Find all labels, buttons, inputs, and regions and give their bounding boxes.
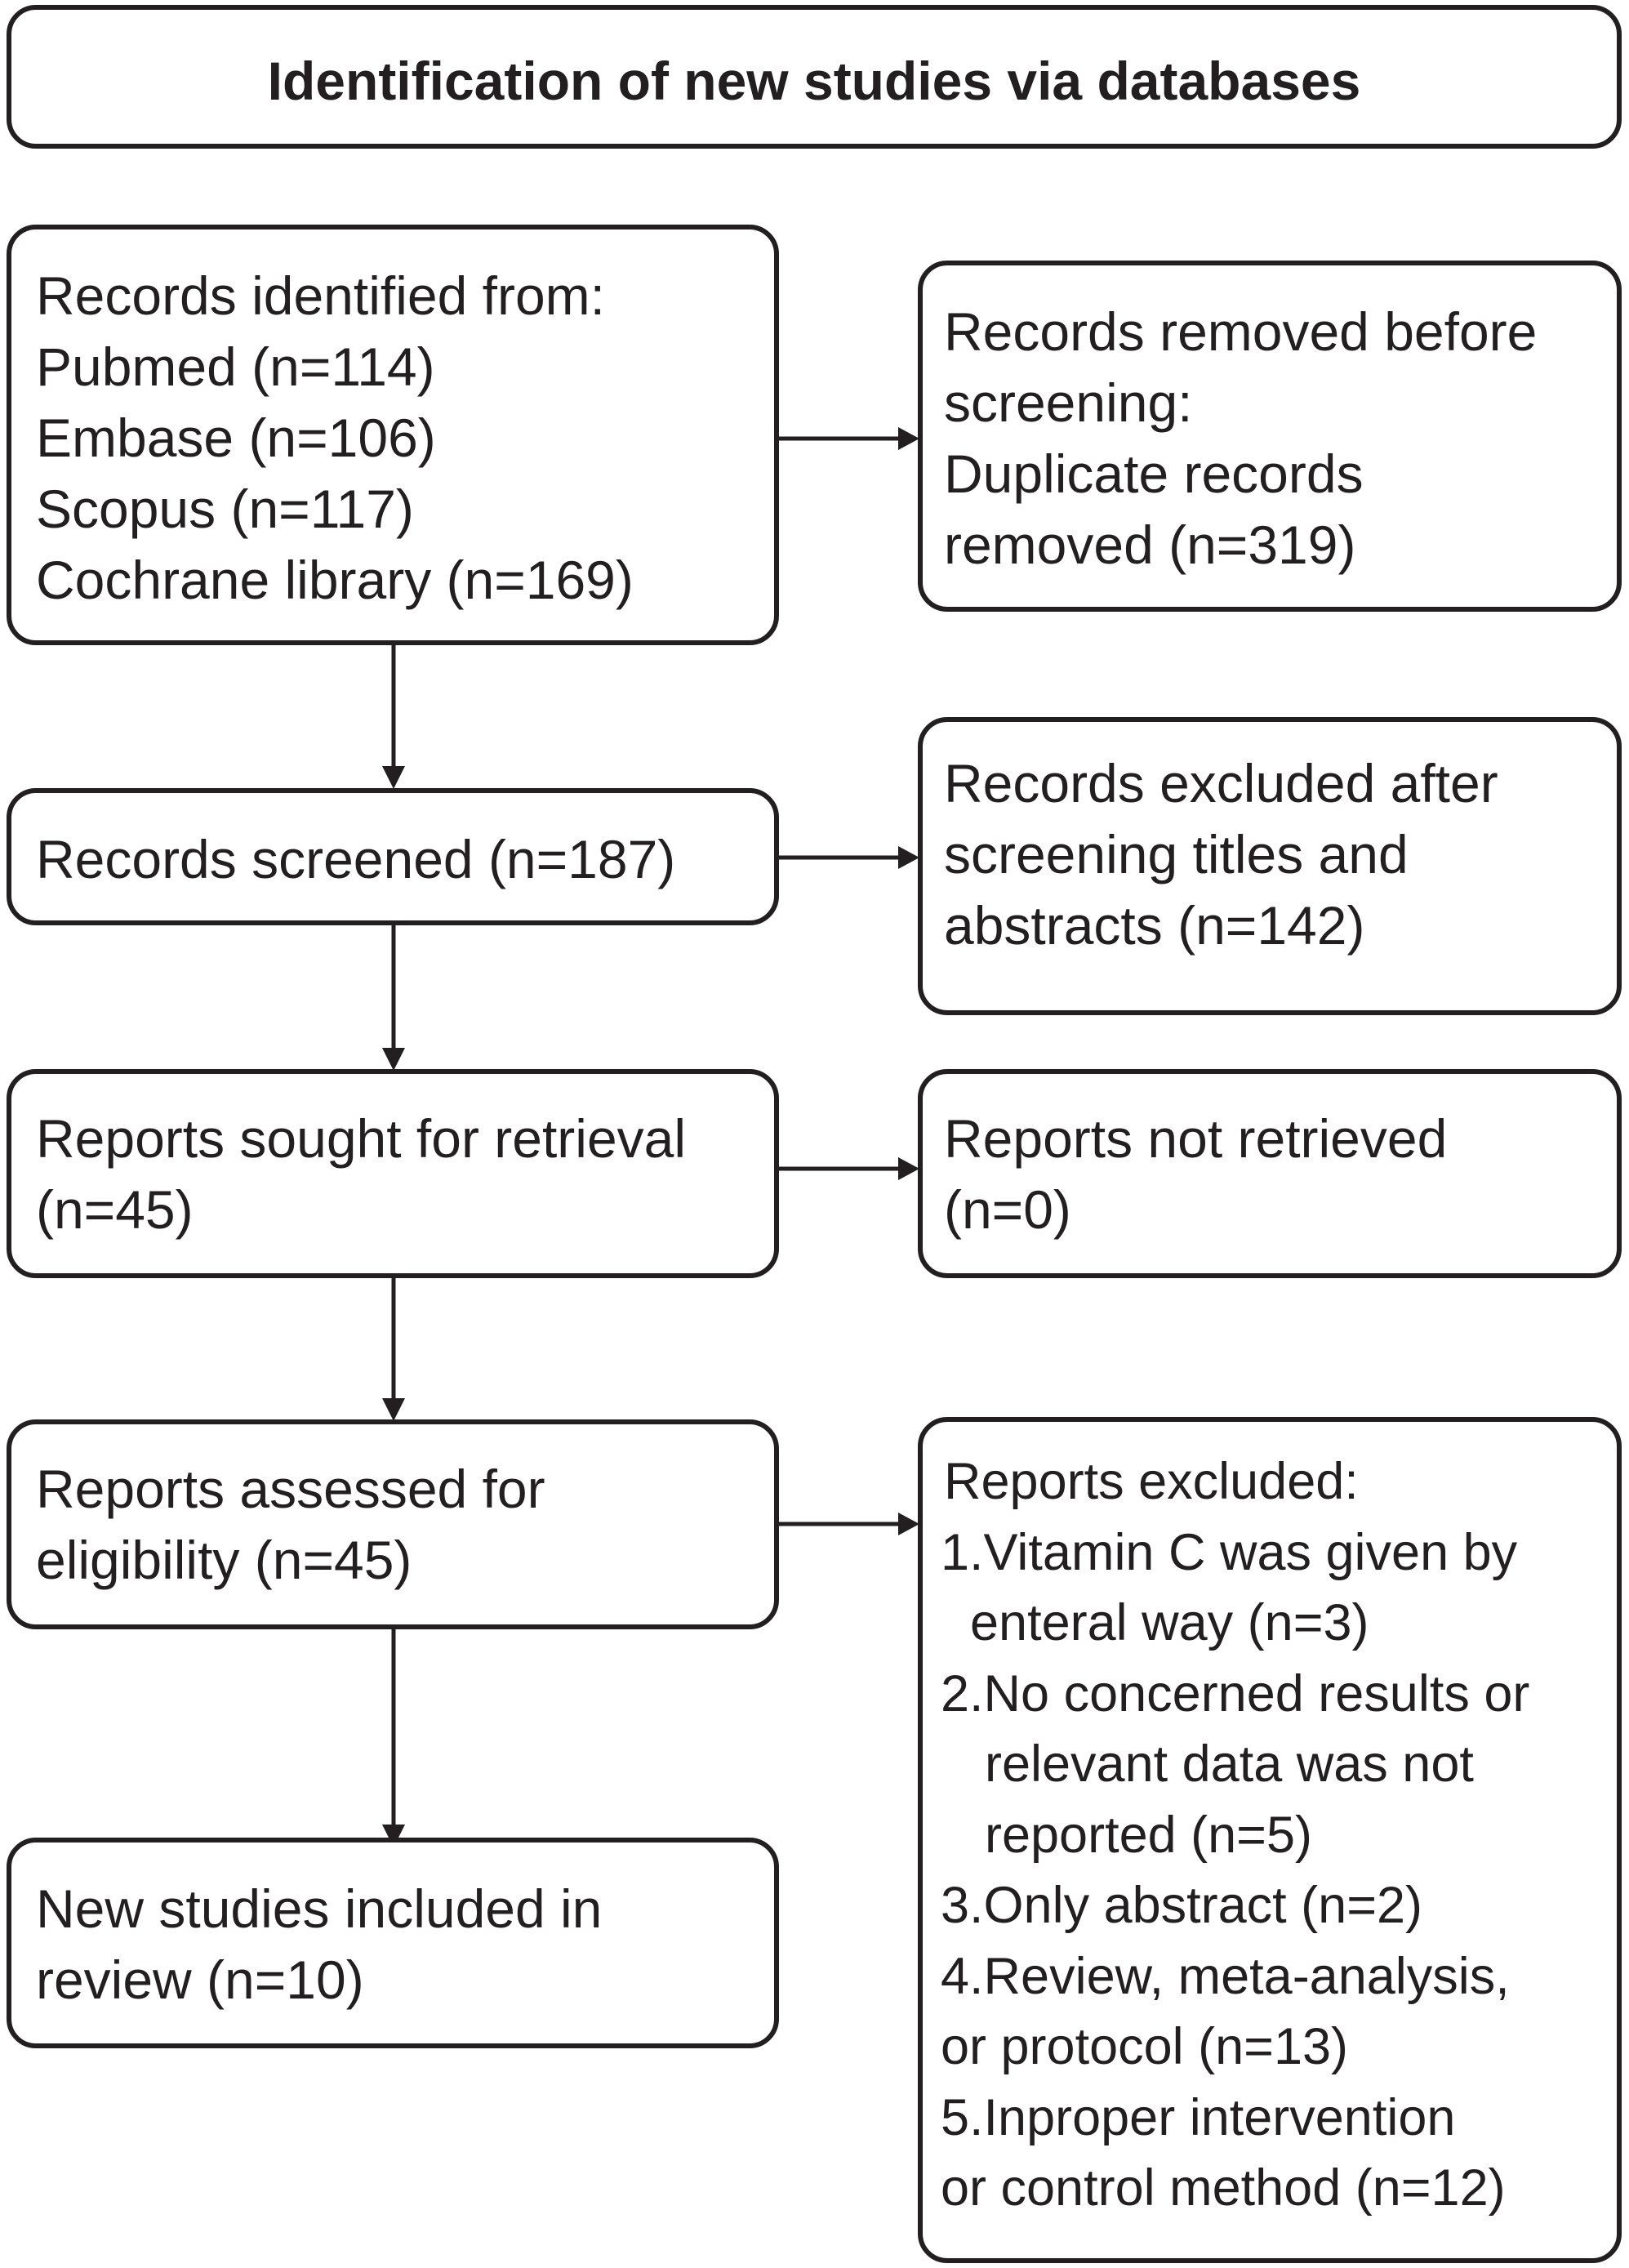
identified-embase: Embase (n=106) [36, 408, 436, 468]
assessed-line-2: eligibility (n=45) [36, 1530, 412, 1590]
removed-line-2: screening: [944, 372, 1193, 433]
exclusion-reason-1-cont: enteral way (n=3) [970, 1594, 1369, 1651]
reports-excluded-box: Reports excluded: 1.Vitamin C was given … [918, 1417, 1622, 2263]
assessed-line-1: Reports assessed for [36, 1459, 545, 1519]
not-retrieved-line-1: Reports not retrieved [944, 1108, 1448, 1169]
arrowhead-down-4 [382, 1825, 405, 1847]
header-title: Identification of new studies via databa… [267, 51, 1361, 111]
removed-line-3: Duplicate records [944, 443, 1364, 504]
excluded-line-1: Records excluded after [944, 753, 1498, 813]
reports-not-retrieved-box: Reports not retrieved (n=0) [918, 1069, 1622, 1278]
exclusion-reason-1: 1.Vitamin C was given by [941, 1523, 1518, 1581]
removed-line-1: Records removed before [944, 301, 1538, 362]
exclusion-reason-5: 5.Inproper intervention [941, 2088, 1456, 2146]
arrowhead-down-1 [382, 766, 405, 789]
arrowhead-down-2 [382, 1048, 405, 1071]
studies-included-box: New studies included in review (n=10) [7, 1838, 779, 2048]
exclusion-reason-4: 4.Review, meta-analysis, [941, 1947, 1510, 2005]
identified-scopus: Scopus (n=117) [36, 479, 414, 539]
header-box: Identification of new studies via databa… [7, 5, 1622, 149]
excluded-line-2: screening titles and [944, 824, 1409, 884]
included-line-2: review (n=10) [36, 1949, 364, 2010]
exclusion-reason-3: 3.Only abstract (n=2) [941, 1877, 1423, 1934]
arrowhead-down-3 [382, 1398, 405, 1421]
records-excluded-box: Records excluded after screening titles … [918, 717, 1622, 1015]
identified-cochrane: Cochrane library (n=169) [36, 550, 634, 610]
arrowhead-right-1 [898, 427, 919, 450]
arrowhead-right-4 [898, 1513, 919, 1535]
screened-line: Records screened (n=187) [36, 829, 676, 889]
records-identified-box: Records identified from: Pubmed (n=114) … [7, 225, 779, 645]
removed-line-4: removed (n=319) [944, 515, 1356, 575]
exclusion-reason-2: 2.No concerned results or [941, 1664, 1530, 1722]
excluded-line-3: abstracts (n=142) [944, 895, 1365, 956]
arrowhead-right-3 [898, 1157, 919, 1180]
identified-pubmed: Pubmed (n=114) [36, 336, 435, 397]
exclusion-reason-2-cont-2: reported (n=5) [985, 1806, 1312, 1864]
reports-assessed-box: Reports assessed for eligibility (n=45) [7, 1419, 779, 1629]
records-screened-box: Records screened (n=187) [7, 788, 779, 925]
exclusion-reason-2-cont-1: relevant data was not [985, 1736, 1474, 1793]
exclusion-reason-5-cont: or control method (n=12) [941, 2159, 1506, 2217]
reports-excluded-title: Reports excluded: [944, 1453, 1359, 1510]
exclusion-reason-4-cont: or protocol (n=13) [941, 2018, 1349, 2075]
reports-sought-box: Reports sought for retrieval (n=45) [7, 1069, 779, 1278]
arrowhead-right-2 [898, 846, 919, 869]
sought-line-2: (n=45) [36, 1179, 194, 1240]
included-line-1: New studies included in [36, 1878, 603, 1939]
identified-heading: Records identified from: [36, 265, 605, 326]
not-retrieved-line-2: (n=0) [944, 1179, 1071, 1240]
records-removed-box: Records removed before screening: Duplic… [918, 261, 1622, 612]
sought-line-1: Reports sought for retrieval [36, 1108, 687, 1169]
